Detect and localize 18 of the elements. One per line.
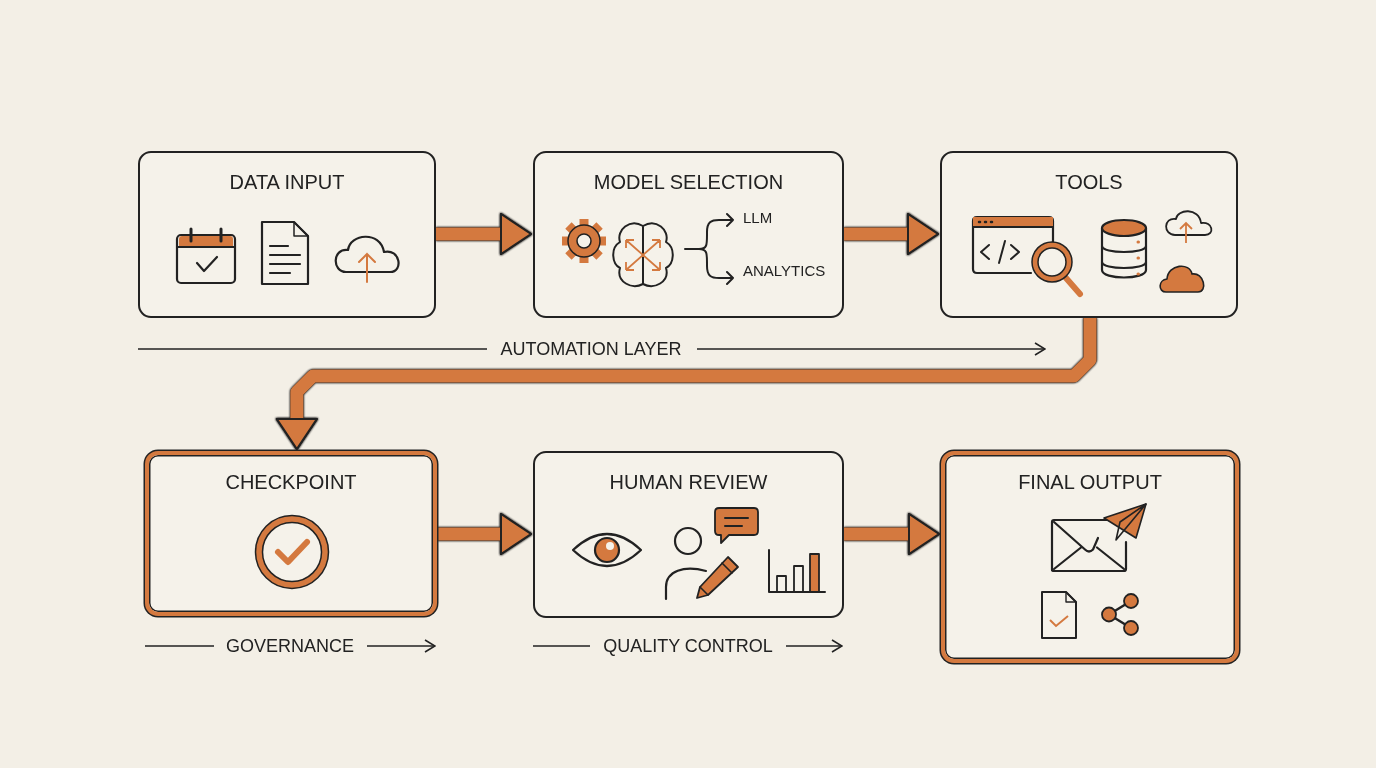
- box-title: MODEL SELECTION: [592, 171, 785, 194]
- branch-label: LLM: [743, 209, 773, 226]
- flow-arrow: [844, 513, 940, 555]
- box-title: CHECKPOINT: [224, 471, 358, 494]
- box-title: TOOLS: [1054, 171, 1124, 194]
- process-box: [533, 151, 844, 318]
- flow-arrow: [844, 213, 939, 255]
- process-box: [941, 451, 1239, 663]
- box-title: HUMAN REVIEW: [608, 471, 769, 494]
- flow-arrow: [437, 513, 532, 555]
- branch-label: ANALYTICS: [743, 262, 826, 279]
- process-box: [940, 151, 1238, 318]
- flow-arrow: [436, 213, 532, 255]
- process-box: [138, 151, 436, 318]
- box-title: FINAL OUTPUT: [1017, 471, 1163, 494]
- process-box: [533, 451, 844, 618]
- box-title: DATA INPUT: [228, 171, 346, 194]
- process-box: [145, 451, 437, 616]
